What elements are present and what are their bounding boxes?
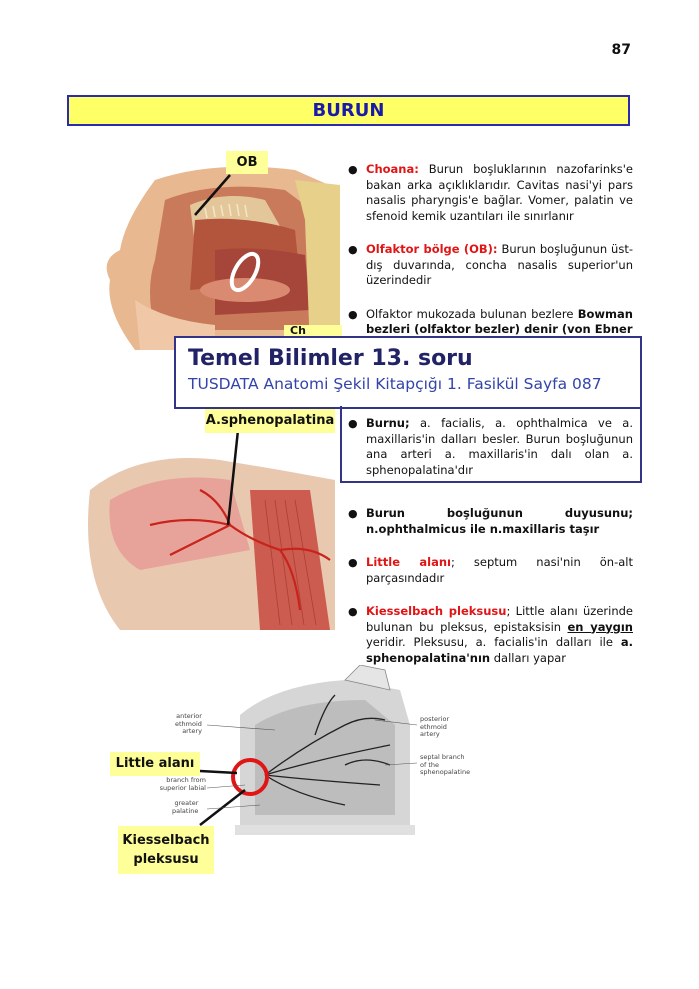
page-number: 87 — [611, 42, 631, 58]
bullet-kiesselbach: ●Kiesselbach pleksusu; Little alanı üzer… — [348, 604, 633, 665]
diagram-label-anterior: anterior ethmoid artery — [175, 712, 202, 735]
bullets-lower: ●Burnu; a. facialis, a. ophthalmica ve a… — [345, 416, 633, 682]
burnu-frame — [340, 406, 642, 483]
bullet-olfaktor: ●Olfaktor bölge (OB): Burun boşluğunun ü… — [348, 242, 633, 287]
label-little-alani: Little alanı — [110, 752, 200, 776]
bullet-choana: ●Choana: Burun boşluklarının nazofarinks… — [348, 162, 633, 223]
question-overlay: Temel Bilimler 13. soru TUSDATA Anatomi … — [174, 336, 642, 409]
diagram-label-branch: branch from superior labial — [159, 776, 206, 792]
bullet-duyu: ●Burun boşluğunun duyusunu; n.ophthalmic… — [348, 506, 633, 536]
label-a-sphenopalatina: A.sphenopalatina — [205, 408, 335, 433]
overlay-subtitle: TUSDATA Anatomi Şekil Kitapçığı 1. Fasik… — [188, 375, 602, 393]
bullet-little: ●Little alanı; septum nasi'nin ön-alt pa… — [348, 555, 633, 585]
diagram-label-septal: septal branch of the sphenopalatine — [420, 753, 471, 776]
nasal-artery-illustration — [80, 430, 340, 630]
bullet-mukoza: ●Olfaktor mukozada bulunan bezlere Bowma… — [348, 306, 633, 337]
bullets-upper: ●Choana: Burun boşluklarının nazofarinks… — [345, 162, 633, 354]
label-ob: OB — [226, 151, 268, 174]
diagram-label-greater: greater palatine — [172, 799, 199, 815]
nasal-septum-diagram — [145, 665, 470, 835]
label-kiesselbach: Kiesselbach pleksusu — [118, 826, 214, 874]
label-choana-partial: Ch — [284, 325, 342, 337]
bullet-burnu: ●Burnu; a. facialis, a. ophthalmica ve a… — [348, 416, 633, 477]
overlay-title: Temel Bilimler 13. soru — [188, 346, 473, 371]
sagittal-head-illustration — [95, 160, 345, 350]
diagram-label-posterior: posterior ethmoid artery — [420, 715, 450, 738]
page-title: BURUN — [67, 95, 630, 126]
